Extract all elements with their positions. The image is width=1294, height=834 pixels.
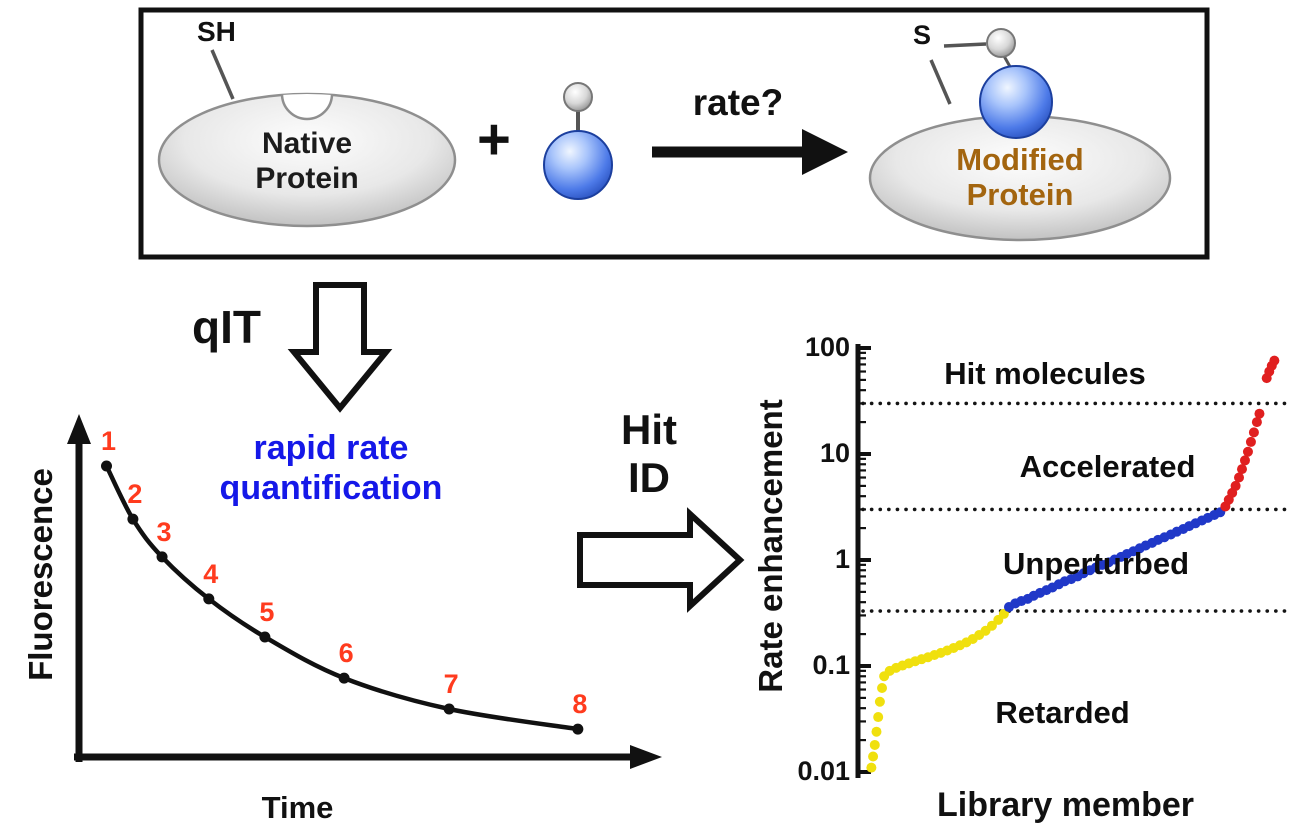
library-point — [986, 620, 997, 631]
library-point — [1248, 427, 1259, 438]
decay-point-label: 4 — [203, 559, 218, 589]
decay-point — [338, 672, 350, 684]
region-label-retarded: Retarded — [995, 695, 1130, 730]
ytick-10: 10 — [819, 438, 850, 468]
decay-point-label: 3 — [157, 517, 172, 547]
decay-point — [443, 703, 455, 715]
decay-point — [127, 513, 139, 525]
plus-sign: + — [477, 107, 511, 172]
rate-question-label: rate? — [692, 82, 784, 123]
fluorescence-axis-label: Fluorescence — [22, 468, 59, 681]
modified-thiol-line — [929, 59, 952, 105]
decay-point-label: 5 — [259, 597, 274, 627]
sh-thiol-label: SH — [197, 16, 236, 47]
thiol-bond-line — [210, 49, 235, 100]
s-capture-bond-line — [943, 42, 987, 48]
binding-pocket-notch — [280, 94, 334, 121]
region-label-accelerated: Accelerated — [1019, 449, 1196, 484]
decay-point — [572, 723, 584, 735]
modified-gray-sphere — [986, 28, 1016, 58]
library-member-axis-label: Library member — [937, 786, 1194, 824]
fluorescence-y-arrowhead — [67, 414, 91, 444]
decay-point-label: 7 — [444, 669, 459, 699]
decay-point-label: 8 — [572, 689, 587, 719]
time-axis-label: Time — [261, 790, 334, 825]
ytick-100: 100 — [804, 332, 850, 362]
library-point — [1269, 355, 1280, 366]
hit-id-right-arrow — [577, 507, 745, 613]
library-point — [1251, 417, 1262, 428]
library-point — [866, 762, 877, 773]
library-point — [871, 726, 882, 737]
rapid-rate-quantification-label: rapid rate quantification — [219, 429, 443, 507]
decay-point-label: 2 — [127, 479, 142, 509]
library-point — [868, 751, 879, 762]
decay-point — [259, 631, 271, 643]
library-point — [1236, 464, 1247, 475]
library-point — [877, 683, 888, 694]
hit-id-label: Hit ID — [621, 406, 677, 501]
library-point — [1254, 408, 1265, 419]
ligand-gray-sphere — [563, 82, 593, 112]
library-point — [874, 696, 885, 707]
library-point — [869, 739, 880, 750]
ligand-blue-sphere — [543, 130, 613, 200]
native-protein-label: Native Protein — [255, 127, 359, 195]
library-point — [1239, 455, 1250, 466]
decay-point — [203, 593, 215, 605]
library-point — [1234, 472, 1245, 483]
fluorescence-x-arrowhead — [630, 745, 662, 769]
ytick-0-1: 0.1 — [812, 650, 850, 680]
qit-down-arrow — [287, 282, 393, 413]
library-point — [1245, 436, 1256, 447]
library-point — [998, 608, 1009, 619]
reaction-arrow-head — [802, 129, 848, 175]
region-label-hit-molecules: Hit molecules — [944, 356, 1146, 391]
decay-point-label: 1 — [101, 426, 116, 456]
ytick-1: 1 — [834, 544, 850, 574]
ytick-0-01: 0.01 — [797, 756, 850, 786]
decay-point — [156, 551, 168, 563]
decay-point-label: 6 — [339, 638, 354, 668]
region-label-unperturbed: Unperturbed — [1003, 546, 1189, 581]
modified-blue-sphere — [979, 65, 1053, 139]
sulfur-label: S — [913, 20, 932, 50]
modified-protein-label: Modified Protein — [956, 142, 1084, 212]
qit-label: qIT — [192, 301, 261, 353]
decay-point — [101, 460, 112, 472]
library-point — [873, 712, 884, 723]
library-point — [1242, 446, 1253, 457]
library-point — [1230, 480, 1241, 491]
